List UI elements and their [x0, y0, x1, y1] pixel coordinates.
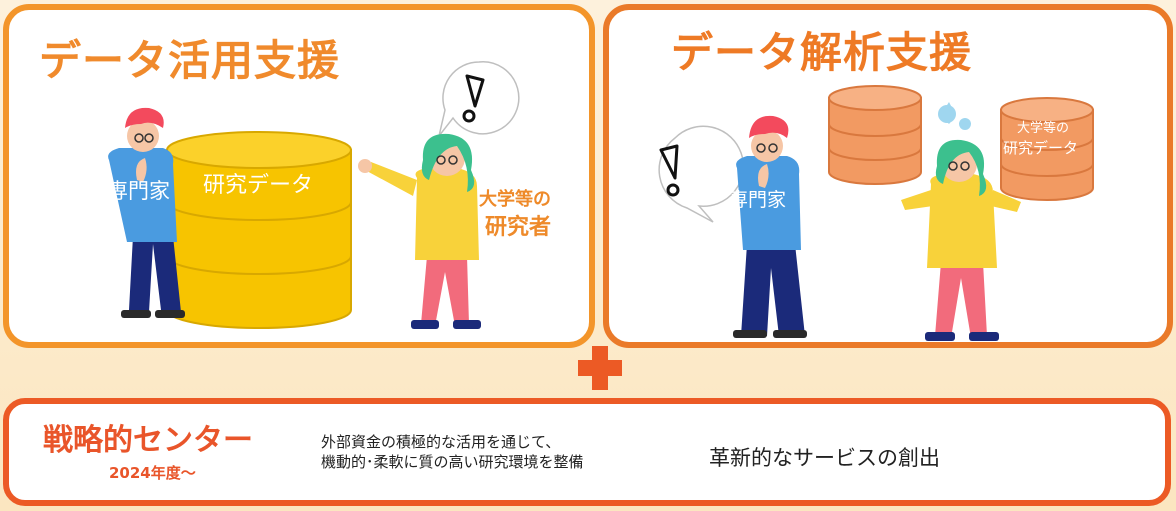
expert-figure-icon	[108, 107, 185, 318]
sweat-drop-icon	[938, 102, 971, 130]
database-label-line1: 大学等の	[1017, 121, 1070, 136]
speech-bubble-exclamation-icon	[438, 61, 520, 137]
panel-title-data-analysis: データ解析支援	[671, 28, 973, 77]
plus-icon-vertical	[592, 346, 608, 390]
center-title: 戦略的センター	[43, 423, 253, 458]
orange-database-icon	[828, 85, 922, 185]
left-illustration	[108, 61, 520, 329]
center-year: 2024年度～	[109, 464, 196, 482]
center-tagline: 革新的なサービスの創出	[709, 446, 940, 470]
researcher-figure-icon	[901, 139, 1021, 341]
expert-label: 専門家	[729, 189, 787, 211]
right-illustration	[658, 85, 1094, 341]
expert-figure-icon	[733, 115, 807, 338]
panel-data-analysis-support: データ解析支援	[603, 4, 1173, 348]
database-label-line2: 研究データ	[1003, 139, 1079, 157]
gold-database-icon	[166, 131, 352, 329]
researcher-label-line1: 大学等の	[479, 189, 551, 210]
center-description: 外部資金の積極的な活用を通じて、 機動的･柔軟に質の高い研究環境を整備	[321, 432, 584, 473]
speech-bubble-exclamation-icon	[658, 125, 745, 223]
expert-label: 専門家	[107, 179, 170, 203]
strategic-center-box: 戦略的センター 2024年度～ 外部資金の積極的な活用を通じて、 機動的･柔軟に…	[3, 398, 1171, 506]
orange-database-icon	[1000, 97, 1094, 201]
database-label: 研究データ	[203, 173, 314, 198]
panel-data-utilization-support: データ活用支援	[3, 4, 595, 348]
description-line2: 機動的･柔軟に質の高い研究環境を整備	[321, 453, 584, 472]
panel-title-data-utilization: データ活用支援	[39, 36, 341, 85]
researcher-figure-icon	[358, 133, 481, 329]
plus-icon	[578, 346, 622, 390]
description-line1: 外部資金の積極的な活用を通じて、	[321, 433, 561, 451]
researcher-label-line2: 研究者	[485, 215, 552, 240]
